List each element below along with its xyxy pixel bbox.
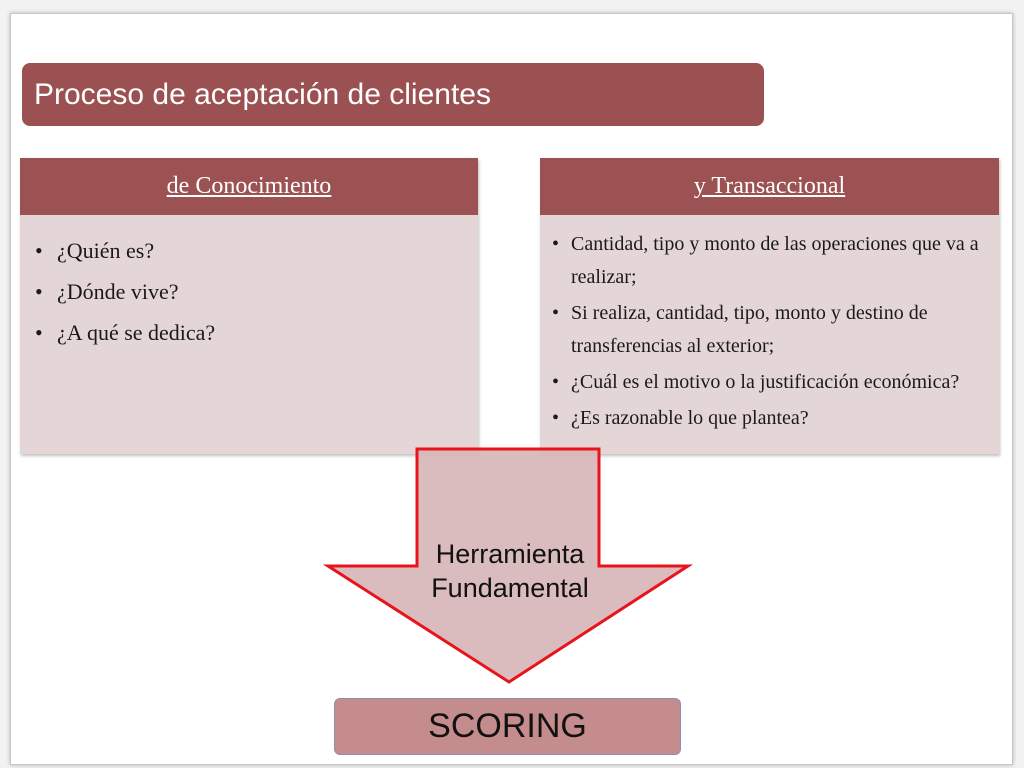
knowledge-panel: de Conocimiento ¿Quién es? ¿Dónde vive? … [20,158,478,454]
slide-title-text: Proceso de aceptación de clientes [34,77,491,111]
arrow-label-line2: Fundamental [431,573,589,603]
arrow-label: Herramienta Fundamental [400,537,620,605]
knowledge-panel-heading: de Conocimiento [20,158,478,215]
knowledge-list: ¿Quién es? ¿Dónde vive? ¿A qué se dedica… [20,215,478,353]
list-item: Si realiza, cantidad, tipo, monto y dest… [552,297,989,363]
list-item: ¿A qué se dedica? [35,312,478,353]
down-arrow-icon [322,447,694,684]
slide-title: Proceso de aceptación de clientes [22,63,764,126]
scoring-box: SCORING [334,698,681,755]
list-item: ¿Cuál es el motivo o la justificación ec… [552,366,989,399]
arrow-label-line1: Herramienta [435,539,585,569]
list-item: Cantidad, tipo y monto de las operacione… [552,228,989,294]
down-arrow-shape [322,447,694,684]
list-item: ¿Quién es? [35,230,478,271]
list-item: ¿Es razonable lo que plantea? [552,402,989,435]
scoring-label: SCORING [428,707,587,745]
list-item: ¿Dónde vive? [35,271,478,312]
transactional-panel-heading: y Transaccional [540,158,999,215]
transactional-panel: y Transaccional Cantidad, tipo y monto d… [540,158,999,454]
transactional-list: Cantidad, tipo y monto de las operacione… [540,215,999,435]
